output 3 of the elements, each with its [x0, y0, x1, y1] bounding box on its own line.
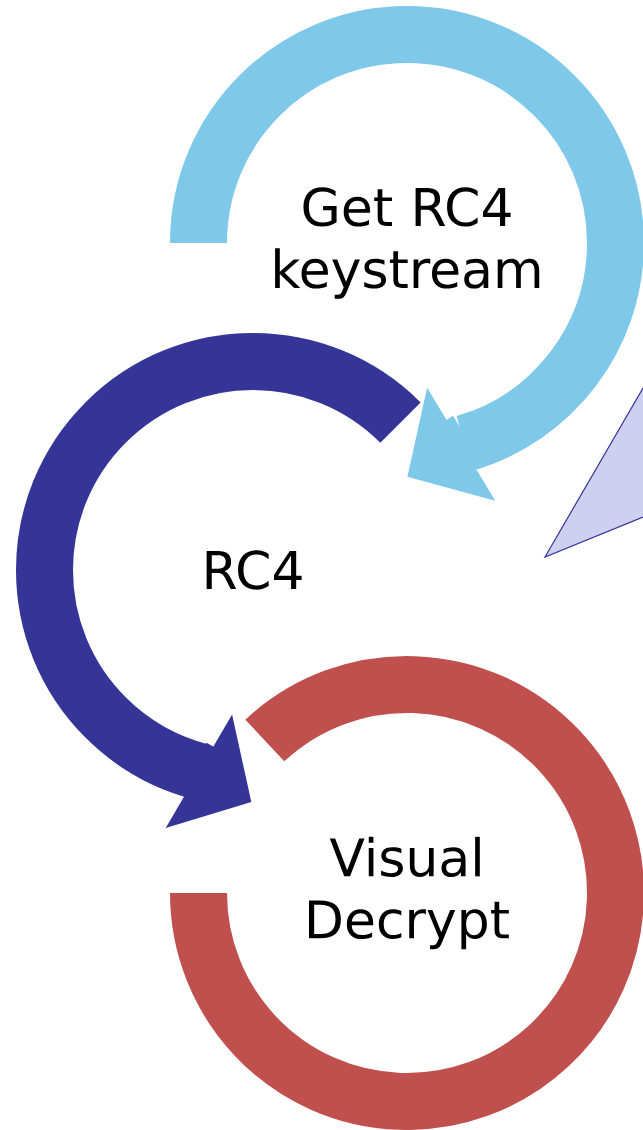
circular-band: Get RC4 keystream	[170, 6, 643, 471]
circular-band: Visual Decrypt	[170, 656, 643, 1130]
circular-band: RC4	[16, 333, 420, 800]
